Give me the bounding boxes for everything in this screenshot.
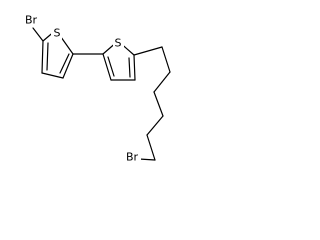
bond-chain-2 <box>161 46 171 73</box>
atom-labels: Br S S Br <box>22 13 141 164</box>
atom-label-s-ring2: S <box>115 37 122 50</box>
bond-chain-br <box>138 158 156 161</box>
structural-formula: Br S S Br <box>22 13 171 164</box>
bond-ring2-c2-c3 <box>102 53 112 81</box>
bond-ring1-c5-c4 <box>41 40 44 74</box>
atom-label-s-ring1: S <box>54 27 61 40</box>
bond-chain-1 <box>133 46 163 56</box>
bond-chain-3 <box>153 71 171 93</box>
bond-ring1-c3-c2 <box>62 53 74 79</box>
bonds <box>32 27 171 161</box>
bond-chain-6 <box>146 134 156 161</box>
bond-ring2-c2-c3-double <box>107 56 115 77</box>
bond-ring1-c5-c4-double <box>46 42 49 71</box>
bond-ring2-c4-c5 <box>133 54 136 81</box>
bond-ring1-c4-c3 <box>41 72 64 79</box>
bond-ring2-c4-c5-double <box>128 57 131 78</box>
bond-br-c <box>32 27 44 42</box>
atom-label-br-top: Br <box>25 14 38 27</box>
bond-ring1-c3-c2-double <box>59 53 70 74</box>
bond-chain-4 <box>153 91 164 117</box>
bond-chain-5 <box>146 115 164 136</box>
atom-label-br-bottom: Br <box>126 151 139 164</box>
